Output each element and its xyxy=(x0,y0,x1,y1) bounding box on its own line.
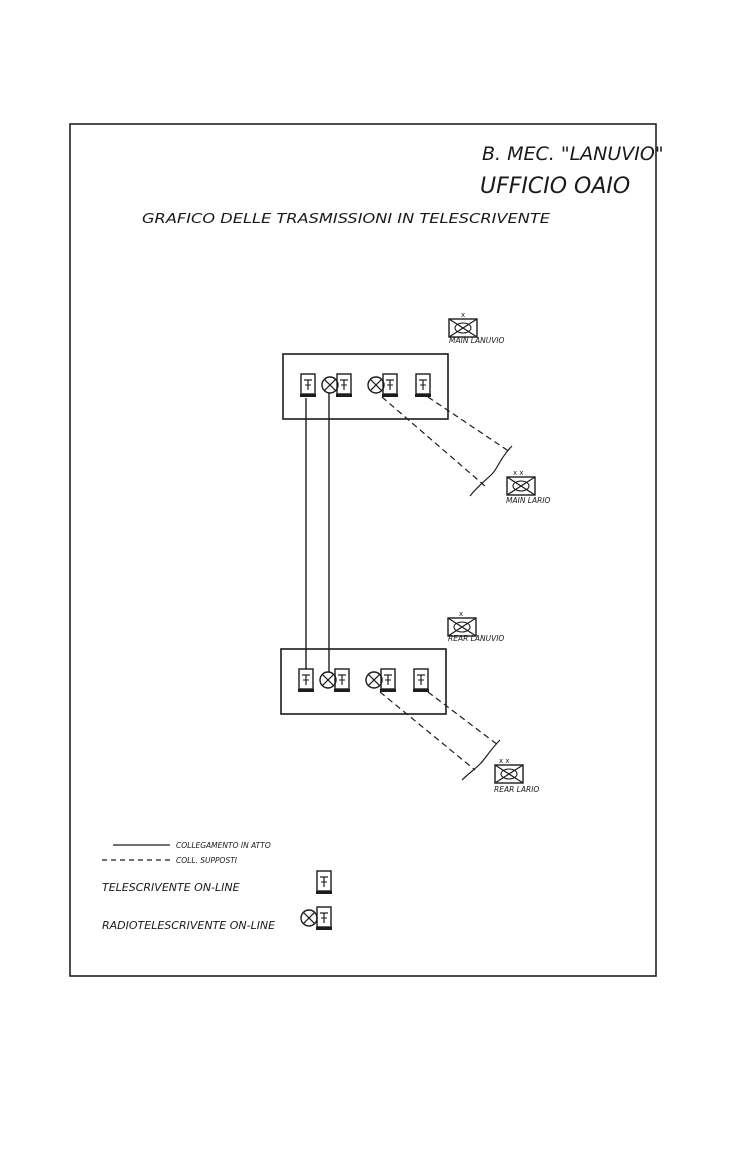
rear-brace xyxy=(461,739,501,781)
station-rear-lario-icon xyxy=(494,764,524,784)
rear-teleprinter-1-icon xyxy=(297,668,315,693)
rear-dashed-link-2 xyxy=(427,691,499,746)
station-rear-lario-mark: x x xyxy=(499,757,510,765)
rear-radio-1-icon xyxy=(319,671,337,689)
frame xyxy=(69,123,657,977)
legend-teleprinter-icon xyxy=(315,870,333,895)
station-main-lario-icon xyxy=(506,476,536,496)
rear-panel xyxy=(280,648,447,715)
station-main-lario-label: MAIN LARIO xyxy=(506,496,551,505)
station-rear-lario-label: REAR LARIO xyxy=(494,785,539,794)
legend-dashed-label: COLL. SUPPOSTI xyxy=(176,856,238,865)
main-dashed-link-1 xyxy=(381,396,486,487)
legend-radio-icon xyxy=(300,909,318,927)
main-panel xyxy=(282,353,449,420)
main-dashed-link-2 xyxy=(427,396,511,453)
rear-radio-2-icon xyxy=(365,671,383,689)
station-main-lanuvio-icon xyxy=(448,318,478,338)
rear-dashed-link-1 xyxy=(379,691,476,771)
legend-radioteleprinter-label: RADIOTELESCRIVENTE ON-LINE xyxy=(102,919,275,932)
legend-solid-label: COLLEGAMENTO IN ATTO xyxy=(176,841,271,850)
station-rear-lanuvio-label: REAR LANUVIO xyxy=(448,634,504,643)
rear-teleprinter-4-icon xyxy=(412,668,430,693)
main-teleprinter-1-icon xyxy=(299,373,317,398)
legend-teleprinter-label: TELESCRIVENTE ON-LINE xyxy=(102,881,240,894)
diagram-title: GRAFICO DELLE TRASMISSIONI IN TELESCRIVE… xyxy=(142,211,551,227)
station-main-lario-mark: x x xyxy=(513,469,524,477)
station-main-lanuvio-label: MAIN LANUVIO xyxy=(449,336,505,345)
header-line1: B. MEC. "LANUVIO" xyxy=(482,143,664,165)
header-line2: UFFICIO OAIO xyxy=(480,174,630,199)
main-brace xyxy=(469,445,513,497)
main-radio-2-icon xyxy=(367,376,385,394)
station-rear-lanuvio-mark: x xyxy=(459,610,463,618)
legend-radio-teleprinter-icon xyxy=(315,906,333,931)
main-teleprinter-4-icon xyxy=(414,373,432,398)
station-main-lanuvio-mark: x xyxy=(461,311,465,319)
main-radio-1-icon xyxy=(321,376,339,394)
